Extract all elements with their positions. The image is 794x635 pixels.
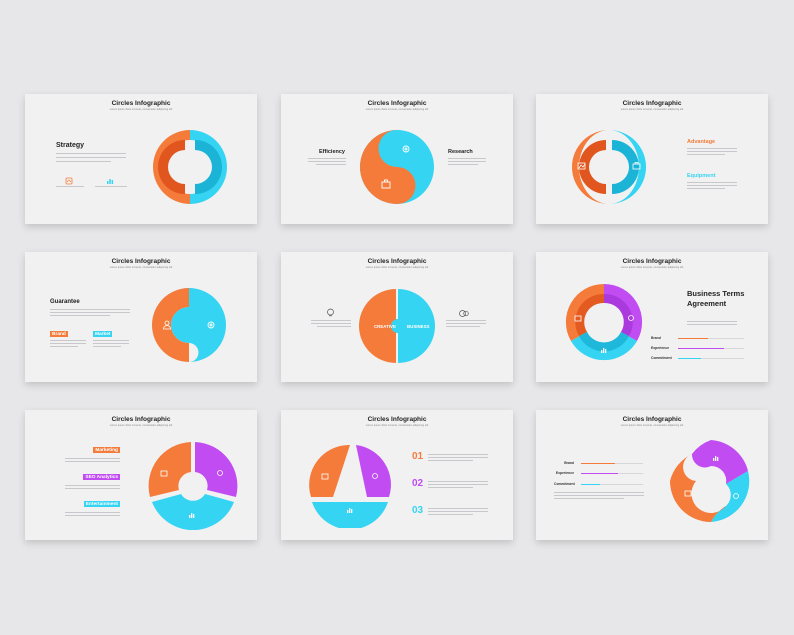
brand-tag: Brand bbox=[50, 331, 68, 337]
gear-icon bbox=[628, 315, 634, 321]
progress-track bbox=[678, 338, 744, 340]
progress-label: Experience bbox=[651, 346, 670, 350]
slide-6[interactable]: Circles Infographic Lorem ipsum dolor si… bbox=[536, 252, 768, 382]
bar-chart-icon bbox=[347, 508, 353, 513]
chart-icon bbox=[160, 470, 168, 477]
slide-subtitle: Lorem ipsum dolor sit amet, consectetur … bbox=[620, 108, 684, 111]
slide-subtitle: Lorem ipsum dolor sit amet, consectetur … bbox=[365, 108, 429, 111]
slide-title: Circles Infographic bbox=[111, 416, 171, 423]
triangle-circle-graphic bbox=[309, 444, 391, 528]
slide-title: Circles Infographic bbox=[367, 100, 427, 107]
number-03: 03 bbox=[412, 505, 424, 516]
slide-3[interactable]: Circles Infographic Lorem ipsum dolor si… bbox=[536, 94, 768, 224]
slide-5[interactable]: Circles Infographic Lorem ipsum dolor si… bbox=[281, 252, 513, 382]
advantage-heading: Advantage bbox=[687, 139, 716, 145]
gear-icon bbox=[402, 145, 410, 153]
progress-label: Experience bbox=[555, 471, 574, 475]
progress-fill bbox=[581, 473, 619, 475]
progress-label: Brand bbox=[651, 336, 661, 340]
bar-chart-icon bbox=[189, 513, 195, 518]
slide-9[interactable]: Circles Infographic Lorem ipsum dolor si… bbox=[536, 410, 768, 540]
bar-chart-icon bbox=[107, 179, 114, 184]
progress-fill bbox=[678, 348, 725, 350]
progress-fill bbox=[678, 338, 708, 340]
progress-label: Commitment bbox=[554, 482, 575, 486]
progress-fill bbox=[581, 463, 616, 465]
seo-analytics-tag: SEO Analytics bbox=[83, 474, 120, 480]
lightbulb-icon bbox=[327, 308, 334, 317]
progress-track bbox=[581, 463, 643, 465]
progress-fill bbox=[581, 484, 600, 486]
swirl-graphic bbox=[152, 288, 226, 362]
creative-label: CREATIVE bbox=[374, 324, 396, 329]
agreement-heading: Business Terms Agreement bbox=[687, 289, 745, 308]
chart-icon bbox=[321, 473, 329, 480]
gear-icon bbox=[207, 321, 215, 329]
chart-icon bbox=[684, 490, 692, 497]
puzzle-circle-graphic: CREATIVE BUSINESS bbox=[359, 289, 435, 363]
slide-subtitle: Lorem ipsum dolor sit amet, consectetur … bbox=[365, 424, 429, 427]
number-02: 02 bbox=[412, 478, 424, 489]
research-heading: Research bbox=[448, 149, 473, 155]
gear-icon bbox=[372, 473, 378, 479]
user-icon bbox=[163, 320, 171, 330]
tri-swirl-graphic bbox=[670, 440, 750, 522]
progress-label: Brand bbox=[564, 461, 574, 465]
slide-title: Circles Infographic bbox=[111, 100, 171, 107]
slide-7[interactable]: Circles Infographic Lorem ipsum dolor si… bbox=[25, 410, 257, 540]
chart-icon bbox=[574, 315, 582, 322]
slide-title: Circles Infographic bbox=[367, 258, 427, 265]
progress-track bbox=[581, 473, 643, 475]
slide-title: Circles Infographic bbox=[622, 100, 682, 107]
progress-fill bbox=[678, 358, 702, 360]
slide-subtitle: Lorem ipsum dolor sit amet, consectetur … bbox=[109, 424, 173, 427]
slide-1[interactable]: Circles Infographic Lorem ipsum dolor si… bbox=[25, 94, 257, 224]
slide-4[interactable]: Circles Infographic Lorem ipsum dolor si… bbox=[25, 252, 257, 382]
efficiency-heading: Efficiency bbox=[319, 149, 345, 155]
progress-track bbox=[678, 358, 744, 360]
slide-title: Circles Infographic bbox=[367, 416, 427, 423]
split-ring-graphic bbox=[153, 130, 227, 204]
slide-title: Circles Infographic bbox=[111, 258, 171, 265]
slide-title: Circles Infographic bbox=[622, 416, 682, 423]
bar-chart-icon bbox=[601, 348, 607, 353]
three-part-ring-graphic bbox=[565, 283, 643, 361]
dollar-icon bbox=[459, 310, 469, 317]
chart-icon bbox=[65, 177, 73, 185]
gear-icon bbox=[733, 493, 739, 499]
progress-track bbox=[581, 484, 643, 486]
progress-track bbox=[678, 348, 744, 350]
strategy-heading: Strategy bbox=[56, 142, 85, 149]
slide-subtitle: Lorem ipsum dolor sit amet, consectetur … bbox=[365, 266, 429, 269]
slide-subtitle: Lorem ipsum dolor sit amet, consectetur … bbox=[109, 108, 173, 111]
slide-8[interactable]: Circles Infographic Lorem ipsum dolor si… bbox=[281, 410, 513, 540]
chart-icon bbox=[577, 162, 586, 170]
entertainment-tag: Entertainment bbox=[83, 501, 120, 507]
gear-icon bbox=[217, 470, 223, 476]
slide-2[interactable]: Circles Infographic Lorem ipsum dolor si… bbox=[281, 94, 513, 224]
segmented-donut-graphic bbox=[148, 442, 238, 531]
slide-subtitle: Lorem ipsum dolor sit amet, consectetur … bbox=[109, 266, 173, 269]
slide-subtitle: Lorem ipsum dolor sit amet, consectetur … bbox=[620, 266, 684, 269]
yin-yang-graphic bbox=[360, 130, 434, 204]
equipment-heading: Equipment bbox=[687, 173, 716, 179]
market-tag: Market bbox=[93, 331, 113, 337]
progress-label: Commitment bbox=[651, 356, 672, 360]
number-01: 01 bbox=[412, 451, 424, 462]
marketing-tag: Marketing bbox=[93, 447, 120, 453]
guarantee-heading: Guarantee bbox=[50, 299, 80, 305]
slide-title: Circles Infographic bbox=[622, 258, 682, 265]
business-label: BUSINESS bbox=[407, 324, 430, 329]
briefcase-icon bbox=[381, 179, 391, 189]
bar-chart-icon bbox=[713, 456, 719, 461]
briefcase-icon bbox=[632, 162, 641, 170]
slide-subtitle: Lorem ipsum dolor sit amet, consectetur … bbox=[620, 424, 684, 427]
interlock-ring-graphic bbox=[571, 130, 647, 204]
